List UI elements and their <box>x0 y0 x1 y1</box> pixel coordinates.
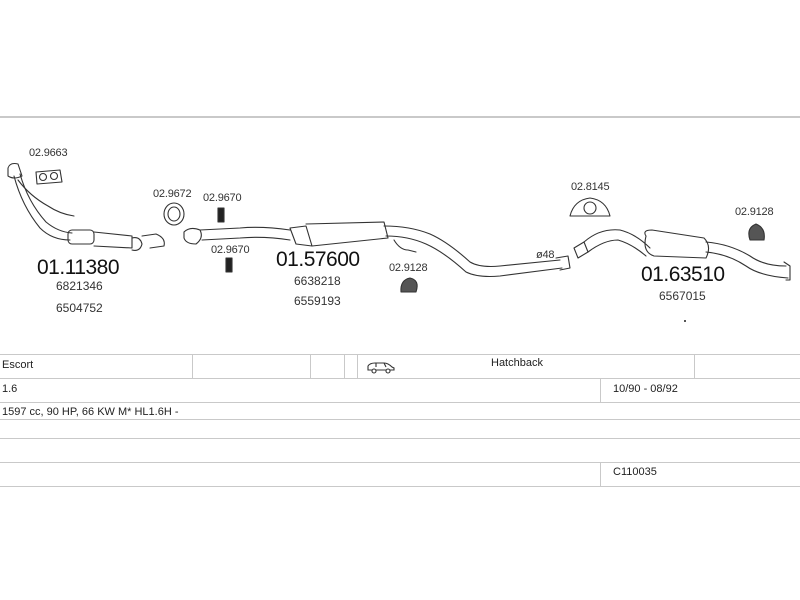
front-pipe-01-11380 <box>7 162 165 251</box>
part-label-02-9670: 02.9670 <box>203 192 242 204</box>
table-rule <box>0 402 800 403</box>
table-divider <box>600 462 601 486</box>
hanger-02-9128-rear <box>748 223 765 241</box>
ring-02-9672 <box>163 202 185 226</box>
pipe-diameter-label: ø48 <box>536 249 555 261</box>
table-divider <box>694 354 695 378</box>
gasket-02-9663 <box>35 169 63 185</box>
clamp-02-9670-lower <box>225 257 233 273</box>
table-divider <box>192 354 193 378</box>
oem-number: 6504752 <box>56 301 103 315</box>
part-label-02-9672: 02.9672 <box>153 188 192 200</box>
table-rule <box>0 438 800 439</box>
oem-number: 6638218 <box>294 274 341 288</box>
top-divider <box>0 116 800 118</box>
production-date-range: 10/90 - 08/92 <box>613 383 678 395</box>
table-rule <box>0 378 800 379</box>
oem-number: 6567015 <box>659 289 706 303</box>
table-divider <box>357 354 358 378</box>
part-label-01-63510: 01.63510 <box>641 263 725 286</box>
table-divider <box>600 378 601 402</box>
part-label-01-11380: 01.11380 <box>37 256 120 279</box>
part-label-02-9128: 02.9128 <box>389 262 428 274</box>
engine-details: 1597 cc, 90 HP, 66 KW M* HL1.6H - <box>2 406 179 418</box>
table-rule <box>0 419 800 420</box>
model-name: Escort <box>2 359 34 371</box>
table-rule <box>0 486 800 487</box>
rear-silencer-01-63510 <box>573 229 791 281</box>
table-rule <box>0 462 800 463</box>
oem-number: 6821346 <box>56 279 103 293</box>
middle-silencer-01-57600 <box>183 221 571 278</box>
clamp-02-9670-upper <box>217 207 225 223</box>
oem-number: 6559193 <box>294 294 341 308</box>
mount-02-8145 <box>569 197 611 217</box>
part-label-02-9128: 02.9128 <box>735 206 774 218</box>
engine-size: 1.6 <box>2 383 18 395</box>
car-hatchback-icon <box>367 362 395 374</box>
part-label-02-9663: 02.9663 <box>29 147 68 159</box>
hanger-02-9128-middle <box>400 277 418 293</box>
body-type: Hatchback <box>491 357 543 369</box>
part-label-02-8145: 02.8145 <box>571 181 610 193</box>
table-divider <box>344 354 345 378</box>
table-rule <box>0 354 800 355</box>
exhaust-system-diagram <box>7 162 791 293</box>
drawing-dot <box>684 320 686 322</box>
table-divider <box>310 354 311 378</box>
part-label-01-57600: 01.57600 <box>276 248 360 271</box>
catalog-code: C110035 <box>613 466 657 478</box>
part-label-02-9670: 02.9670 <box>211 244 250 256</box>
